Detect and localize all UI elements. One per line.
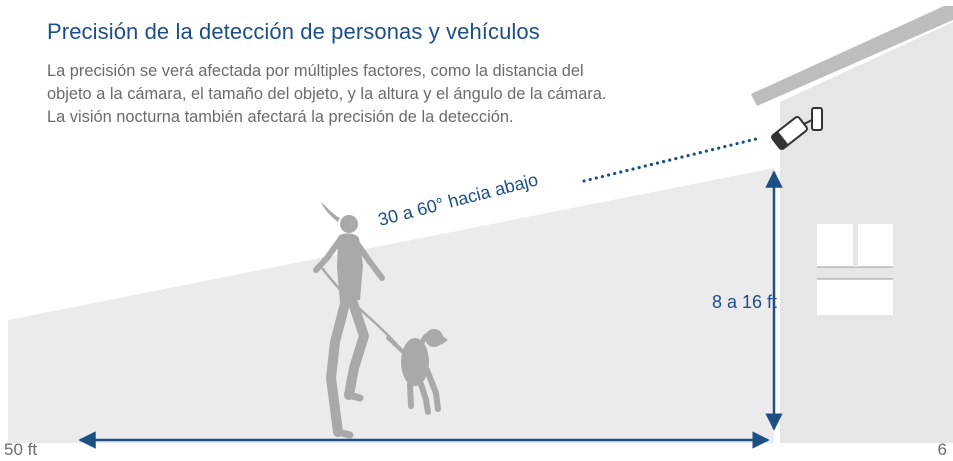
detection-zone — [8, 168, 774, 443]
page-number: 6 — [937, 440, 947, 459]
person-silhouette — [313, 202, 385, 439]
height-label: 8 a 16 ft — [712, 292, 777, 312]
house-roof — [751, 6, 953, 106]
house-window — [817, 224, 893, 315]
camera-icon — [771, 107, 823, 150]
intro-paragraph: La precisión se verá afectada por múltip… — [47, 62, 607, 126]
page-title: Precisión de la detección de personas y … — [47, 19, 540, 44]
camera-sight-line — [582, 137, 758, 183]
distance-label: 50 ft — [4, 440, 38, 459]
dog-silhouette — [386, 329, 448, 415]
